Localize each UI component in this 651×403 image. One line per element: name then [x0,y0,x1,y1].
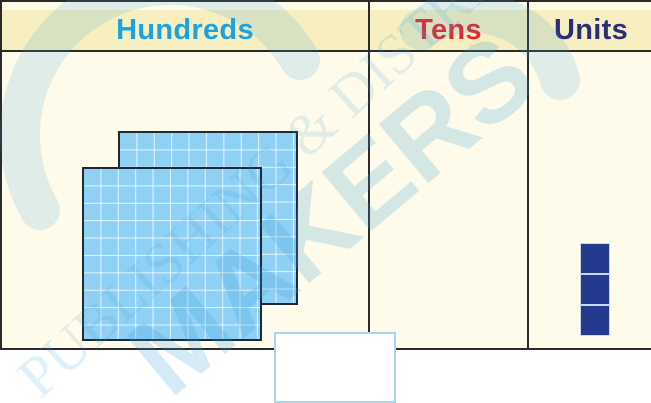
hundreds-header: Hundreds [2,10,368,50]
hundreds-flat-block [82,167,262,341]
tens-header: Tens [370,10,527,50]
column-divider [368,2,370,350]
column-header-row: Hundreds Tens Units [2,10,651,52]
unit-cube [580,305,610,336]
units-header: Units [529,10,651,50]
column-divider [527,2,529,350]
unit-cube [580,274,610,305]
place-value-chart: Hundreds Tens Units [0,0,651,350]
unit-cube [580,243,610,274]
answer-input-box[interactable] [274,332,396,403]
